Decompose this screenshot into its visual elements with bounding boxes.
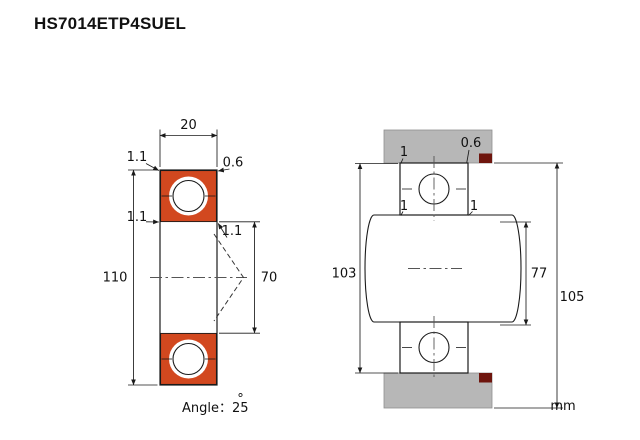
bore-diameter-label: 70 <box>261 271 278 286</box>
top-housing-block <box>383 129 493 164</box>
shaft-left-end <box>364 214 375 323</box>
top-seal-mark <box>479 153 492 163</box>
contact-angle-label: Angle：25 <box>182 401 249 416</box>
right-mounting-view: 1 0.6 1 1 103 77 105 <box>332 129 585 409</box>
leader-line <box>466 149 470 163</box>
contact-angle-degree: ° <box>237 392 244 407</box>
bottom-housing-block <box>383 372 493 409</box>
leader-line <box>400 211 404 216</box>
chamfer-mid-left-label: 1 <box>400 199 408 214</box>
outer-diameter-label: 110 <box>103 271 128 286</box>
chamfer-top-right-label: 0.6 <box>223 156 244 171</box>
top-ball <box>172 179 205 213</box>
page-title: HS7014ETP4SUEL <box>34 14 187 33</box>
housing-abutment-label: 103 <box>332 267 357 282</box>
leader-line <box>145 163 160 171</box>
shaft-right-end <box>511 214 522 323</box>
bottom-ball <box>172 342 205 376</box>
contact-angle-lines <box>213 233 245 322</box>
leader-line <box>217 167 230 173</box>
chamfer-mid-right-label: 1 <box>470 199 478 214</box>
bottom-seal-mark <box>479 373 492 383</box>
width-dim-label: 20 <box>180 118 197 133</box>
chamfer-top-right-label: 0.6 <box>461 136 482 151</box>
leader-line <box>400 158 404 164</box>
chamfer-mid-right-label: 1.1 <box>222 224 243 239</box>
chamfer-top-left-label: 1.1 <box>127 150 148 165</box>
leader-line <box>468 211 473 216</box>
chamfer-top-left-label: 1 <box>400 145 408 160</box>
outer-abutment-label: 105 <box>560 290 585 305</box>
leader-line <box>217 223 228 238</box>
chamfer-mid-left-label: 1.1 <box>127 210 148 225</box>
left-section-view: 20 110 70 1.1 0.6 1.1 1.1 Angle：25 <box>103 118 278 416</box>
unit-label: mm <box>550 399 575 414</box>
shaft-abutment-label: 77 <box>531 267 548 282</box>
